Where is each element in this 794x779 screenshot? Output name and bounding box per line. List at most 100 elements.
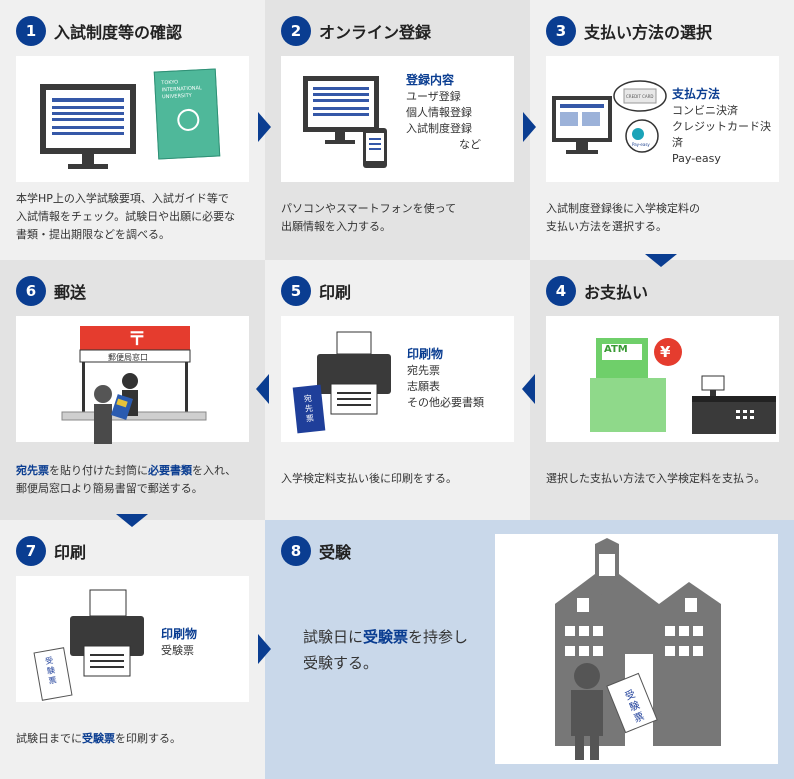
step-4-title: お支払い <box>584 283 649 302</box>
step-6-description: 宛先票を貼り付けた封筒に必要書類を入れ、 郵便局窓口より簡易書留で郵送する。 <box>16 462 236 498</box>
card-title: 登録内容 <box>406 73 455 87</box>
desc-line: パソコンやスマートフォンを使って <box>281 202 457 215</box>
step-8-header: 8 受験 <box>281 536 351 566</box>
card-item: クレジットカード決済 <box>672 120 771 149</box>
booklet-text-1: TOKYO <box>161 79 179 87</box>
step-1-title: 入試制度等の確認 <box>54 23 183 42</box>
printer-icon <box>33 589 144 701</box>
desc-line: 試験日までに受験票を印刷する。 <box>16 730 181 748</box>
step-3-header: 3 支払い方法の選択 <box>546 16 712 46</box>
desc-line: 入学検定料支払い後に印刷をする。 <box>281 472 457 485</box>
step-7-card-label: 印刷物 受験票 <box>161 626 197 659</box>
desc-text: 試験日までに <box>16 732 82 745</box>
desc-line: 本学HP上の入学試験要項、入試ガイド等で <box>16 192 229 205</box>
step-3-description: 入試制度登録後に入学検定料の 支払い方法を選択する。 <box>546 200 700 236</box>
atm-label: ATM <box>604 344 628 355</box>
card-item: ユーザ登録 <box>406 90 461 103</box>
step-8-number: 8 <box>281 536 311 566</box>
university-booklet-icon: TOKYO INTERNATIONAL UNIVERSITY <box>153 68 221 160</box>
step-8-text: 試験日に受験票を持参し 受験する。 <box>303 624 468 676</box>
yen-icon: ¥ <box>660 343 671 361</box>
desc-line: 書類・提出期限などを調べる。 <box>16 228 170 241</box>
step-3-number: 3 <box>546 16 576 46</box>
step-6-header: 6 郵送 <box>16 276 86 306</box>
step-5-description: 入学検定料支払い後に印刷をする。 <box>281 470 457 488</box>
desc-text: を貼り付けた封筒に <box>49 464 148 477</box>
highlight-text: 受験票 <box>82 732 115 745</box>
step-6-number: 6 <box>16 276 46 306</box>
post-office-icon: 〒 郵便局窓口 <box>61 326 207 444</box>
desc-text: を入れ、 <box>192 464 237 477</box>
booklet-text-3: UNIVERSITY <box>161 92 192 101</box>
card-item: 個人情報登録 <box>406 106 472 119</box>
step-5-card-label: 印刷物 宛先票 志願表 その他必要書類 <box>407 346 484 411</box>
pay-easy-label: Pay-easy <box>632 142 650 147</box>
step-5-panel: 5 印刷 宛先票 印刷物 宛先票 志願表 その他必要書類 入学検定料支払い後に印… <box>265 260 530 520</box>
flow-arrow-6-to-7 <box>116 514 148 527</box>
step-2-description: パソコンやスマートフォンを使って 出願情報を入力する。 <box>281 200 456 236</box>
step-7-header: 7 印刷 <box>16 536 86 566</box>
step-7-description: 試験日までに受験票を印刷する。 <box>16 730 181 748</box>
step-1-description: 本学HP上の入学試験要項、入試ガイド等で 入試情報をチェック。試験日や出願に必要… <box>16 190 235 244</box>
desc-line: 郵便局窓口より簡易書留で郵送する。 <box>16 482 203 495</box>
step-3-card: CREDIT CARD Pay-easy 支払方法 コンビニ決済 クレジットカー… <box>546 56 779 182</box>
step-7-panel: 7 印刷 受験票 印刷物 受験票 試験日までに受験票を印刷する。 <box>0 520 265 779</box>
desc-line: 宛先票を貼り付けた封筒に必要書類を入れ、 <box>16 462 236 480</box>
post-office-sign: 郵便局窓口 <box>108 352 148 362</box>
desc-line: 支払い方法を選択する。 <box>546 220 667 233</box>
step-5-title: 印刷 <box>319 283 352 302</box>
step-5-number: 5 <box>281 276 311 306</box>
credit-card-label: CREDIT CARD <box>626 94 653 99</box>
text-line: 受験する。 <box>303 654 379 672</box>
step-2-card: 登録内容 ユーザ登録 個人情報登録 入試制度登録 など <box>281 56 514 182</box>
step-3-title: 支払い方法の選択 <box>584 23 713 42</box>
desc-line: 入試情報をチェック。試験日や出願に必要な <box>16 210 236 223</box>
step-5-header: 5 印刷 <box>281 276 351 306</box>
step-6-panel: 6 郵送 〒 郵便局窓口 宛先票を貼り付けた封筒に必要書類を入れ、 郵便局窓口よ… <box>0 260 265 520</box>
card-title: 支払方法 <box>672 87 721 101</box>
step-4-number: 4 <box>546 276 576 306</box>
flow-arrow-5-to-6 <box>256 374 269 404</box>
card-item: その他必要書類 <box>407 396 484 409</box>
step-2-panel: 2 オンライン登録 登録内容 ユーザ登録 個人情報登録 入試制度登録 など <box>265 0 530 260</box>
card-suffix: など <box>459 138 481 151</box>
step-7-number: 7 <box>16 536 46 566</box>
card-item: 受験票 <box>161 644 194 657</box>
step-1-number: 1 <box>16 16 46 46</box>
card-item: 宛先票 <box>407 364 440 377</box>
desc-line: 選択した支払い方法で入学検定料を支払う。 <box>546 472 766 485</box>
booklet-text-2: INTERNATIONAL <box>161 85 202 94</box>
card-title: 印刷物 <box>161 627 198 641</box>
school-building-icon <box>555 538 721 760</box>
step-1-panel: 1 入試制度等の確認 TOKYO INTERNATIONAL UNIVERSIT… <box>0 0 265 260</box>
step-4-header: 4 お支払い <box>546 276 648 306</box>
step-4-panel: 4 お支払い ATM ¥ 選択した支払い方法で入学検定料を支払う。 <box>530 260 794 520</box>
step-1-header: 1 入試制度等の確認 <box>16 16 182 46</box>
step-3-card-label: 支払方法 コンビニ決済 クレジットカード決済 Pay-easy <box>672 86 779 167</box>
booklet-logo <box>176 108 200 132</box>
step-3-panel: 3 支払い方法の選択 CREDIT CARD Pay-easy 支払方法 コンビ… <box>530 0 794 260</box>
payment-methods-icon: CREDIT CARD Pay-easy <box>552 80 667 154</box>
postal-mark: 〒 <box>128 329 146 350</box>
highlight-text: 宛先票 <box>16 464 49 477</box>
card-item: 入試制度登録 <box>406 122 472 135</box>
desc-line: 入試制度登録後に入学検定料の <box>546 202 700 215</box>
step-8-title: 受験 <box>319 543 352 562</box>
highlight-text: 受験票 <box>363 628 409 646</box>
card-item: Pay-easy <box>672 152 721 165</box>
flow-arrow-7-to-8 <box>258 634 271 664</box>
card-item: コンビニ決済 <box>672 104 738 117</box>
flow-arrow-2-to-3 <box>523 112 536 142</box>
step-1-card: TOKYO INTERNATIONAL UNIVERSITY <box>16 56 249 182</box>
card-item: 志願表 <box>407 380 440 393</box>
step-2-number: 2 <box>281 16 311 46</box>
step-2-title: オンライン登録 <box>319 23 432 42</box>
printer-icon <box>292 331 391 434</box>
card-title: 印刷物 <box>407 347 444 361</box>
flow-arrow-1-to-2 <box>258 112 271 142</box>
step-6-title: 郵送 <box>54 283 87 302</box>
flow-arrow-4-to-5 <box>522 374 535 404</box>
desc-text: を印刷する。 <box>115 732 181 745</box>
desc-line: 出願情報を入力する。 <box>281 220 391 233</box>
computer-and-phone-icon <box>303 76 387 168</box>
